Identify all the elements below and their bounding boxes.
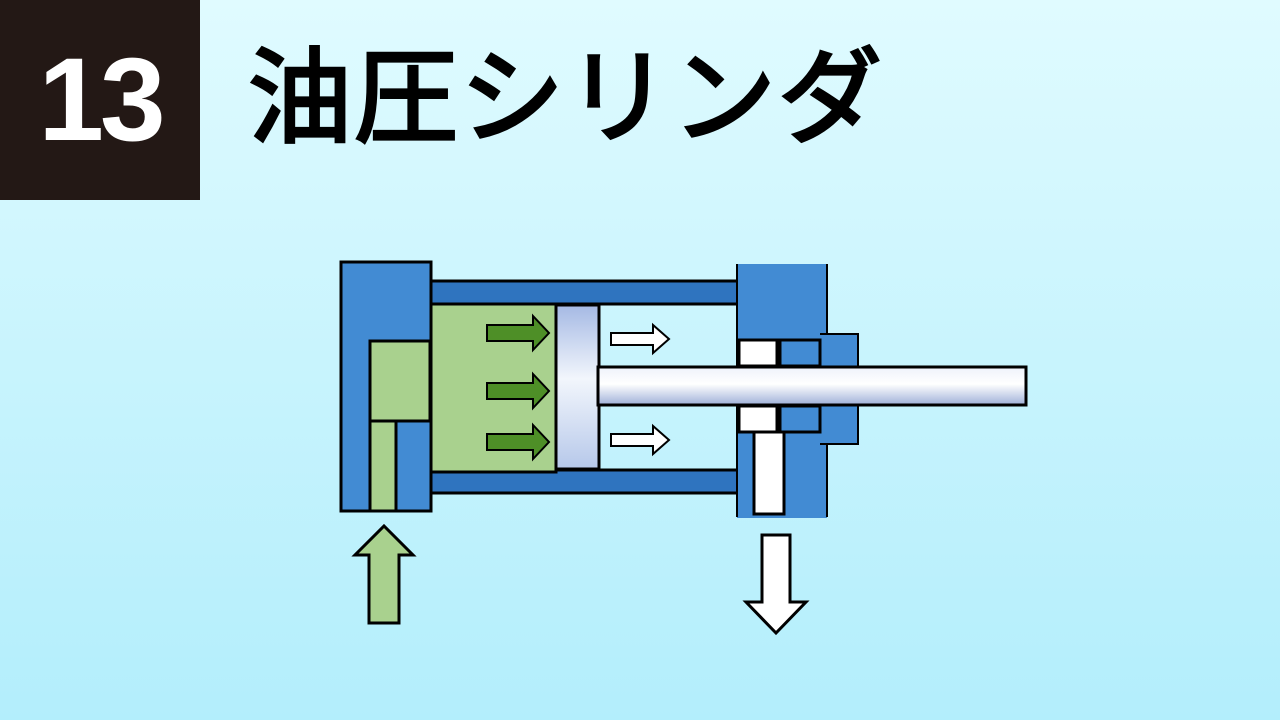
drain-port — [752, 430, 786, 516]
oil-port-chamber — [368, 339, 432, 423]
pressure-arrow-top — [486, 313, 551, 353]
upper-tie-rod — [424, 279, 744, 306]
lower-seal — [737, 404, 779, 434]
section-number: 13 — [38, 34, 165, 166]
pressure-arrow-bottom — [486, 422, 551, 462]
piston-rod — [596, 365, 1028, 407]
number-badge: 13 — [0, 0, 200, 200]
oil-port-channel — [368, 419, 398, 513]
motion-arrow-bottom — [610, 423, 671, 457]
lower-gland-seal — [778, 404, 822, 434]
piston — [554, 303, 601, 471]
motion-arrow-icon — [610, 322, 671, 457]
motion-arrow-top — [610, 322, 671, 356]
oil-inlet-arrow-icon — [351, 523, 417, 625]
oil-outlet-arrow-icon — [742, 533, 810, 636]
upper-seal — [737, 338, 779, 368]
page-title: 油圧シリンダ — [248, 37, 885, 159]
upper-gland-seal — [778, 338, 822, 368]
pressure-arrow-icon — [486, 313, 551, 462]
pressure-arrow-middle — [486, 371, 551, 411]
